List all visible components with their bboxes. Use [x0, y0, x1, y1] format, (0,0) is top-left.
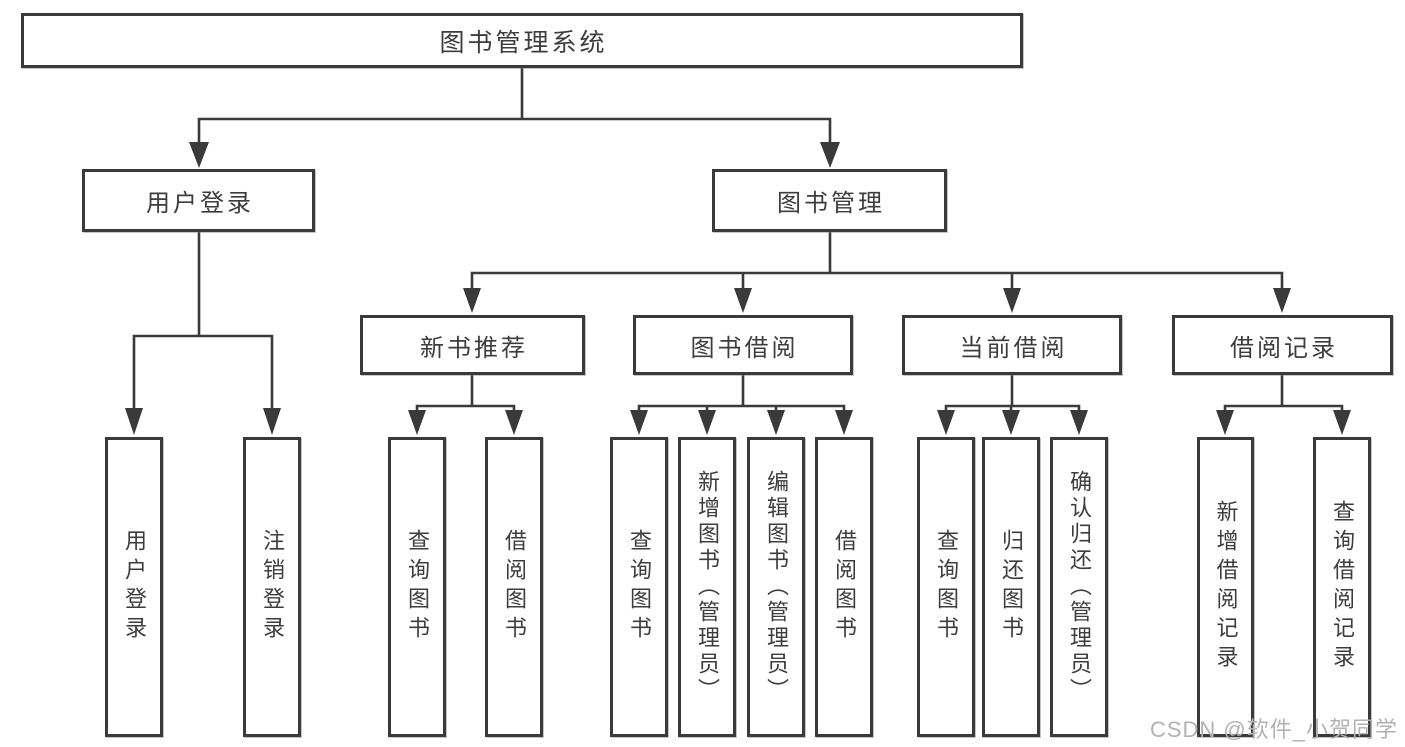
- node-label: 借阅图书: [832, 529, 857, 645]
- node-label: 图书借阅: [690, 334, 799, 362]
- node-label: 查询借阅记录: [1330, 500, 1355, 674]
- node-label: 查询图书: [405, 529, 430, 645]
- leaf-query-book-current: 查询图书: [917, 437, 975, 737]
- node-current-borrow: 当前借阅: [902, 315, 1122, 375]
- node-label: 注销登录: [260, 529, 285, 645]
- leaf-add-book-admin: 新增图书（管理员）: [678, 437, 736, 737]
- leaf-confirm-return-admin: 确认归还（管理员）: [1050, 437, 1108, 737]
- node-borrow-records: 借阅记录: [1172, 315, 1393, 375]
- node-label: 新增借阅记录: [1213, 500, 1239, 674]
- node-label: 当前借阅: [959, 334, 1068, 362]
- leaf-query-book-borrow: 查询图书: [610, 437, 668, 737]
- node-label: 用户登录: [122, 529, 147, 645]
- node-label: 查询图书: [934, 529, 959, 645]
- node-label: 新书推荐: [420, 334, 528, 362]
- node-label: 图书管理: [777, 190, 885, 217]
- node-label: 新增图书（管理员）: [695, 470, 720, 704]
- leaf-borrow-book: 借阅图书: [815, 437, 873, 737]
- leaf-query-book-recommend: 查询图书: [388, 437, 446, 737]
- node-label: 用户登录: [146, 190, 254, 217]
- node-label: 确认归还（管理员）: [1067, 470, 1092, 704]
- leaf-query-borrow-record: 查询借阅记录: [1313, 437, 1371, 737]
- leaf-borrow-book-recommend: 借阅图书: [485, 437, 543, 737]
- node-label: 图书管理系统: [439, 28, 608, 57]
- node-book-management: 图书管理: [712, 169, 947, 232]
- node-label: 查询图书: [627, 529, 652, 645]
- node-label: 编辑图书（管理员）: [764, 470, 789, 704]
- node-label: 借阅图书: [502, 529, 527, 645]
- watermark: CSDN @软件_小贺同学: [1149, 717, 1398, 742]
- node-user-login: 用户登录: [82, 169, 315, 232]
- node-label: 归还图书: [999, 529, 1024, 645]
- node-book-borrow: 图书借阅: [633, 315, 853, 375]
- leaf-edit-book-admin: 编辑图书（管理员）: [747, 437, 805, 737]
- node-new-book-recommend: 新书推荐: [360, 315, 585, 375]
- node-library-system-root: 图书管理系统: [21, 13, 1023, 68]
- leaf-add-borrow-record: 新增借阅记录: [1197, 437, 1254, 737]
- node-label: 借阅记录: [1230, 334, 1338, 362]
- leaf-logout: 注销登录: [243, 437, 301, 737]
- leaf-return-book: 归还图书: [982, 437, 1040, 737]
- leaf-user-login: 用户登录: [105, 437, 163, 737]
